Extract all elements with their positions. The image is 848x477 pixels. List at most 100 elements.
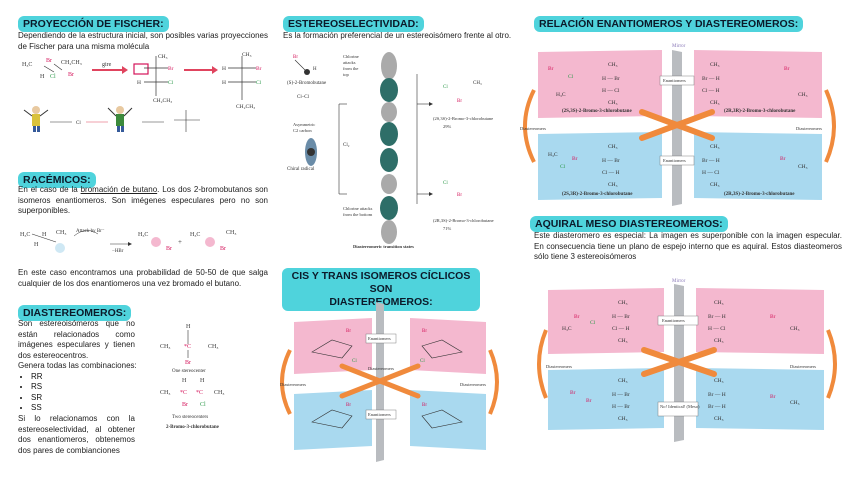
svg-text:CH₃: CH₃ xyxy=(160,344,170,350)
svg-text:CH₃: CH₃ xyxy=(608,144,618,150)
svg-text:Br: Br xyxy=(166,246,172,252)
svg-text:Br: Br xyxy=(68,72,74,78)
racemicos-text: En el caso de la bromación de butano. Lo… xyxy=(18,185,268,217)
relacion-diagram: Mirror Br H₃C Cl CH₃ H — Br H — Cl CH₃ (… xyxy=(520,44,836,206)
meso-identical-label: No! Identical! (Meso) xyxy=(660,404,700,409)
relacion-mirror: Mirror xyxy=(672,44,686,49)
svg-text:Br: Br xyxy=(220,246,226,252)
svg-text:Cl — H: Cl — H xyxy=(702,88,719,94)
fischer-diagram: H₃C Br CH₂CH₃ H Cl Br gire CH₃ H Cl Br C… xyxy=(22,52,262,132)
svg-text:Cl: Cl xyxy=(200,402,206,408)
estereoselectividad-diagram: Br H (S)-2-Bromobutane Cl–Cl Asymmetric … xyxy=(287,52,494,249)
svg-text:Br — H: Br — H xyxy=(708,404,726,410)
svg-text:CH₃: CH₃ xyxy=(710,144,720,150)
caption-one-stereocenter: One stereocenter xyxy=(172,369,206,374)
cis-trans-enantiomers-bottom: Enantiomers xyxy=(368,412,391,417)
svg-text:Cl: Cl xyxy=(420,359,425,364)
svg-text:Br — H: Br — H xyxy=(702,76,720,82)
svg-text:H: H xyxy=(200,378,205,384)
svg-text:CH₃: CH₃ xyxy=(618,378,628,384)
svg-text:from the: from the xyxy=(343,66,358,71)
svg-text:top: top xyxy=(343,72,350,77)
svg-text:*C: *C xyxy=(196,390,203,396)
svg-text:Br: Br xyxy=(46,58,52,64)
cis-trans-diagram: Br Cl Br Cl Br Br Enantiomers Enantiomer… xyxy=(280,302,499,462)
svg-text:Cl: Cl xyxy=(352,359,357,364)
racemicos-heading: RACÉMICOS: xyxy=(18,172,96,188)
svg-text:Br: Br xyxy=(422,403,427,408)
svg-text:H₃C: H₃C xyxy=(22,62,32,68)
fischer-heading: PROYECCIÓN DE FISCHER: xyxy=(18,16,169,32)
cis-trans-title-line1: CIS Y TRANS ISOMEROS CÍCLICOS SON xyxy=(291,270,471,295)
svg-text:H — Br: H — Br xyxy=(602,76,620,82)
svg-text:CH₃: CH₃ xyxy=(710,100,720,106)
svg-text:Br: Br xyxy=(185,360,191,366)
label-s-bromobutane: (S)-2-Bromobutane xyxy=(287,81,327,86)
svg-text:Cl: Cl xyxy=(256,80,262,86)
meso-diagram: Mirror Br H₃C Cl CH₃ H — Br Cl — H CH₃ C… xyxy=(537,279,837,442)
relacion-label-2r3s: (2R,3S)-2-Bromo-3-chlorobutane xyxy=(724,192,795,197)
relacion-enantiomers-bottom: Enantiomers xyxy=(663,158,686,163)
svg-text:*C: *C xyxy=(180,390,187,396)
svg-text:H — Br: H — Br xyxy=(612,392,630,398)
racemicos-text-before: En el caso de la xyxy=(18,185,81,194)
svg-text:Br: Br xyxy=(574,314,580,320)
svg-text:H: H xyxy=(137,80,141,86)
svg-text:Br — H: Br — H xyxy=(702,158,720,164)
meso-heading: AQUIRAL MESO DIASTEREOMEROS: xyxy=(530,216,728,232)
svg-text:H — Cl: H — Cl xyxy=(702,170,720,176)
svg-text:H₃C: H₃C xyxy=(548,152,558,158)
svg-text:Br: Br xyxy=(346,329,351,334)
svg-text:H: H xyxy=(222,66,226,72)
svg-text:Br: Br xyxy=(256,66,262,72)
combo-item: SR xyxy=(31,393,43,403)
svg-text:CH₃: CH₃ xyxy=(714,300,724,306)
svg-text:Cl: Cl xyxy=(443,181,448,186)
cis-trans-enantiomers-top: Enantiomers xyxy=(368,336,391,341)
svg-text:Cl: Cl xyxy=(443,85,448,90)
percent-29: 29% xyxy=(443,124,452,129)
svg-text:CH₃: CH₃ xyxy=(473,81,482,86)
svg-text:Cl — H: Cl — H xyxy=(602,170,619,176)
svg-text:H: H xyxy=(182,378,187,384)
meso-enantiomers: Enantiomers xyxy=(662,318,685,323)
svg-text:C2 carbon: C2 carbon xyxy=(293,128,312,133)
svg-text:CH₂CH₃: CH₂CH₃ xyxy=(153,98,172,104)
meso-mirror: Mirror xyxy=(672,279,686,284)
label-2r3s: (2R,3S)-2-Bromo-3-chlorobutane xyxy=(433,218,494,224)
svg-text:Cl₂: Cl₂ xyxy=(343,143,350,148)
svg-text:H — Br: H — Br xyxy=(612,314,630,320)
svg-text:Cl: Cl xyxy=(568,74,574,80)
svg-text:CH₃: CH₃ xyxy=(608,182,618,188)
svg-text:Br: Br xyxy=(770,314,776,320)
svg-text:H — Br: H — Br xyxy=(602,158,620,164)
diastereomeros-text2: Genera todas las combinaciones: xyxy=(18,361,137,370)
svg-text:Br: Br xyxy=(570,390,576,396)
svg-text:Br — H: Br — H xyxy=(708,314,726,320)
svg-text:+: + xyxy=(178,238,182,246)
attack-label: Attack by Br⁻ xyxy=(76,229,105,234)
svg-text:from the bottom: from the bottom xyxy=(343,212,373,217)
svg-text:CH₃: CH₃ xyxy=(710,182,720,188)
relacion-label-2s3s: (2S,3S)-2-Bromo-3-chlorobutane xyxy=(562,109,632,114)
svg-text:CH₃: CH₃ xyxy=(56,230,66,236)
svg-text:H₃C: H₃C xyxy=(562,326,572,332)
combo-item: SS xyxy=(31,403,43,413)
svg-text:H: H xyxy=(222,80,226,86)
combo-item: RS xyxy=(31,382,43,392)
fischer-text: Dependiendo de la estructura inicial, so… xyxy=(18,31,268,51)
caption-two-stereocenters: Two stereocenters xyxy=(172,415,208,420)
cis-trans-diastereomers-left: Diastereomers xyxy=(280,382,306,387)
cis-trans-diastereomers-right: Diastereomers xyxy=(460,382,486,387)
cis-trans-title-line2: DIASTEREOMEROS: xyxy=(329,296,433,308)
bromacion-link[interactable]: bromación de butano xyxy=(80,185,158,194)
svg-text:CH₃: CH₃ xyxy=(710,62,720,68)
svg-text:CH₃: CH₃ xyxy=(790,326,800,332)
svg-text:Br: Br xyxy=(457,99,462,104)
relacion-label-2r3r: (2R,3R)-2-Bromo-3-chlorobutane xyxy=(724,109,796,114)
svg-text:CH₂CH₃: CH₂CH₃ xyxy=(236,104,255,110)
svg-text:Br: Br xyxy=(182,402,188,408)
svg-text:Br: Br xyxy=(346,403,351,408)
diastereomeros-diagram: H CH₃ *C CH₃ Br One stereocenter H H CH₃… xyxy=(160,324,224,430)
svg-text:Br: Br xyxy=(572,156,578,162)
